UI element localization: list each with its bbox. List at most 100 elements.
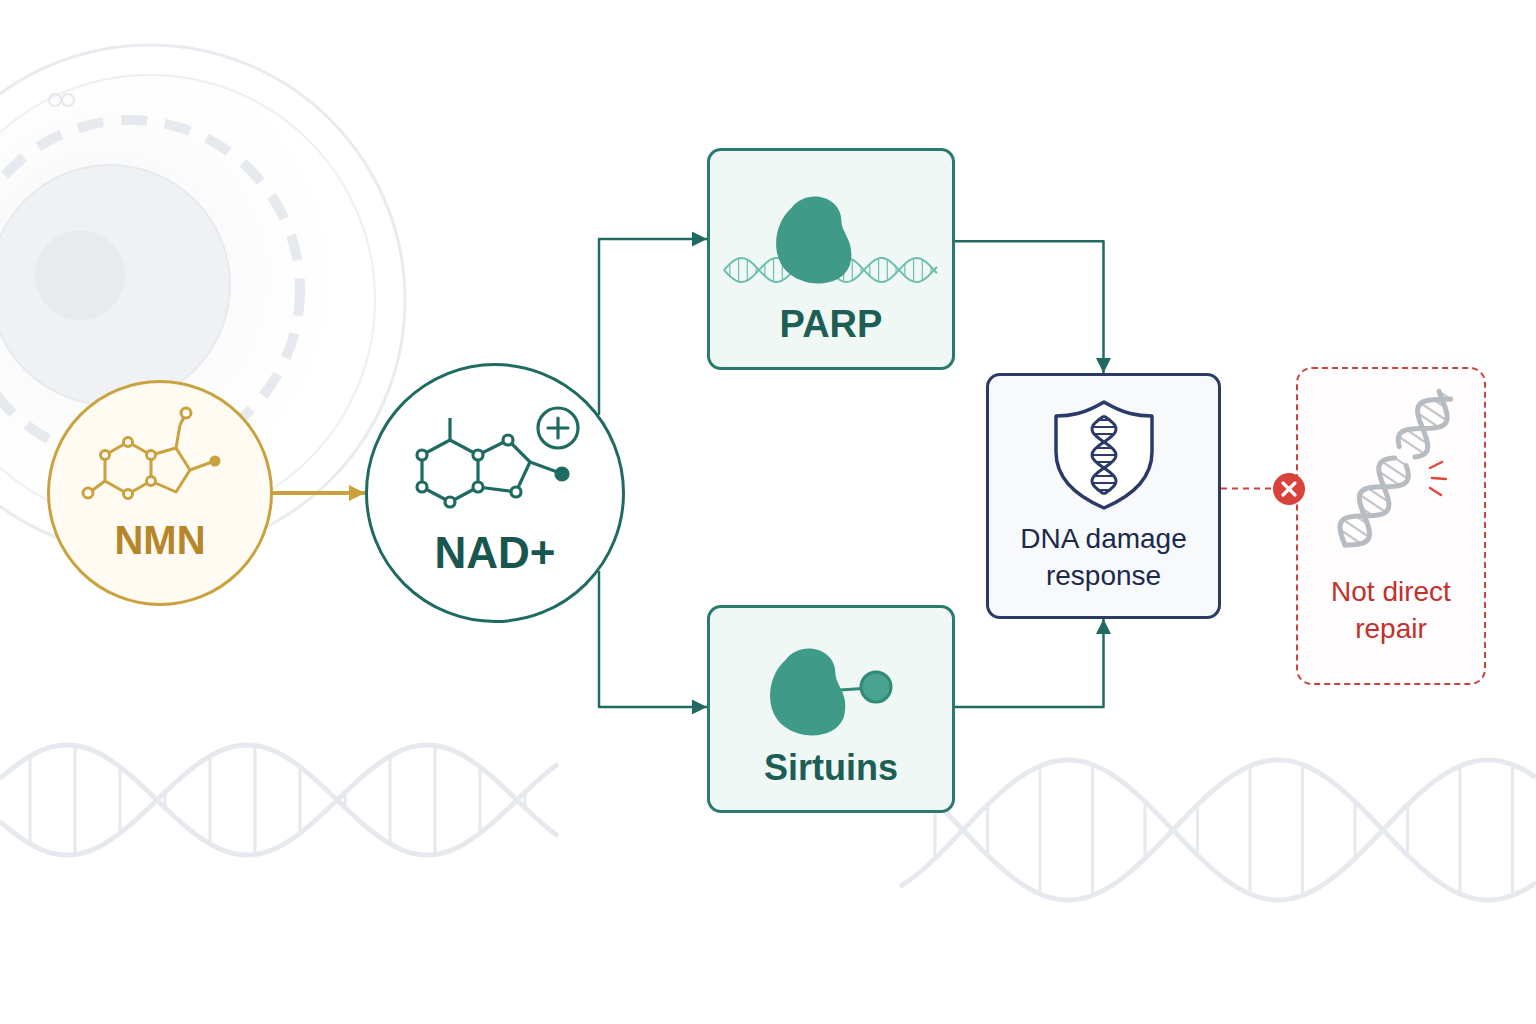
excluded-box: Not direct repair <box>1296 367 1486 685</box>
node-label: NAD+ <box>434 524 555 581</box>
helix-rung <box>755 267 756 273</box>
atom <box>147 477 156 486</box>
helix-strand <box>1340 458 1395 545</box>
node-label: PARP <box>780 300 883 349</box>
helix-rung <box>29 756 32 844</box>
helix-rung <box>773 258 774 281</box>
ring <box>478 440 530 492</box>
atom <box>556 468 568 480</box>
helix-rung <box>817 260 818 281</box>
nmn-molecule-icon <box>83 408 219 499</box>
outcome-box: DNA damage response <box>986 373 1221 619</box>
atom <box>83 488 93 498</box>
atom <box>124 438 133 447</box>
helix-rung <box>1379 471 1400 485</box>
helix-rung <box>1249 766 1252 894</box>
circle-outline <box>47 380 273 606</box>
helix-rung <box>1382 461 1408 478</box>
helix-rung <box>834 264 835 276</box>
helix-rung <box>843 258 844 281</box>
substrate <box>861 672 891 702</box>
charge-badge <box>538 408 578 448</box>
atom <box>181 408 191 418</box>
helix-rung <box>1406 805 1409 855</box>
blocked-circle <box>1273 473 1305 505</box>
helix-rung <box>1103 440 1106 442</box>
blocked-cross <box>1283 483 1295 495</box>
helix-rung <box>119 767 122 833</box>
helix-rung <box>1096 461 1112 463</box>
node-label: Not direct repair <box>1310 574 1472 647</box>
helix-rung <box>1301 765 1304 896</box>
helix-rung <box>1399 437 1425 454</box>
helix-strand <box>0 745 558 855</box>
helix-strand <box>900 760 1536 900</box>
ring <box>105 442 151 494</box>
spark <box>1430 462 1442 468</box>
link <box>840 688 870 690</box>
helix-strand <box>724 258 937 282</box>
helix-rung <box>986 805 989 855</box>
helix-rung <box>1103 468 1106 470</box>
helix-rung <box>1092 482 1115 484</box>
connector-arrow <box>599 239 707 415</box>
process-box: Sirtuins <box>707 605 955 813</box>
circle-shape <box>367 365 624 622</box>
helix-rung <box>1098 419 1109 421</box>
helix-rung <box>1434 400 1446 408</box>
shield-dna-icon <box>1056 402 1152 508</box>
atom <box>445 497 455 507</box>
helix-rung <box>1091 765 1094 896</box>
helix-rung <box>913 258 914 281</box>
helix-strand <box>1398 391 1447 446</box>
atom <box>417 450 427 460</box>
helix-rung <box>825 267 826 273</box>
helix-rung <box>1096 447 1112 449</box>
node-label: NMN <box>114 514 205 566</box>
connector-arrow <box>955 241 1104 373</box>
node-label: DNA damage response <box>1001 521 1206 594</box>
helix-rung <box>887 260 888 281</box>
helix-rung <box>1343 520 1369 537</box>
nmn-circle: NMN <box>47 380 273 606</box>
parp-dna-icon <box>724 258 937 282</box>
blocked-marker <box>1273 473 1305 505</box>
spark <box>1430 488 1441 495</box>
helix-rung <box>74 746 77 855</box>
helix-rung <box>1368 488 1389 502</box>
helix-rung <box>1354 802 1357 859</box>
helix-rung <box>1511 765 1514 896</box>
helix-strand <box>0 745 558 855</box>
atom <box>473 450 483 460</box>
helix-rung <box>1094 433 1114 435</box>
helix-rung <box>434 746 437 855</box>
helix-rung <box>1459 766 1462 894</box>
helix-rung <box>729 264 730 276</box>
helix-rung <box>1039 766 1042 894</box>
helix-strand <box>1345 466 1408 545</box>
cell-vesicle <box>49 94 61 106</box>
circle-shape <box>49 382 272 605</box>
helix-rung <box>922 260 923 281</box>
helix-rung <box>808 258 809 281</box>
helix-rung <box>1421 403 1447 420</box>
helix-rung <box>930 267 931 273</box>
helix-rung <box>209 756 212 844</box>
helix-rung <box>747 260 748 281</box>
bonds <box>450 418 560 473</box>
shield-dna <box>1092 416 1116 494</box>
connector-arrow <box>273 491 365 495</box>
break-spark <box>1430 462 1446 495</box>
helix-rung <box>1092 454 1116 456</box>
atom <box>473 482 483 492</box>
helix-rung <box>254 746 257 855</box>
ring <box>422 440 478 502</box>
process-box: PARP <box>707 148 955 370</box>
atom <box>124 490 133 499</box>
helix-rung <box>782 260 783 281</box>
helix-rung <box>799 264 800 276</box>
atom <box>101 451 110 460</box>
helix-strand <box>1092 416 1116 494</box>
